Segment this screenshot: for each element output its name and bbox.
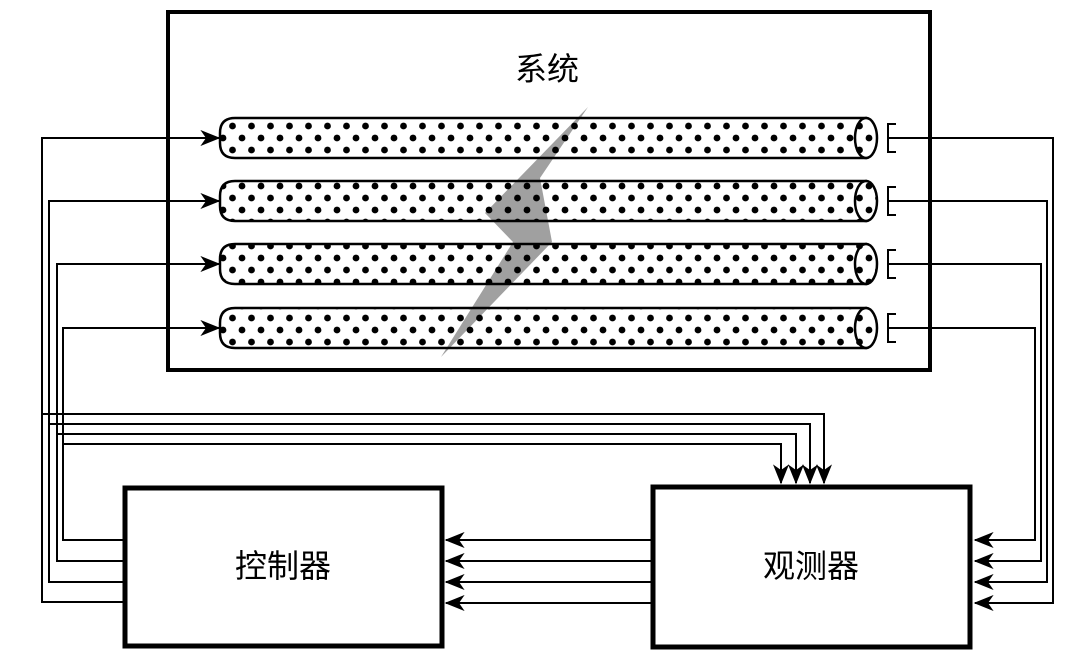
- connector-line: [63, 443, 789, 485]
- connector-line: [49, 423, 818, 485]
- connector-line: [56, 256, 221, 562]
- cylinder-3: [218, 242, 879, 286]
- estimate-wires: [444, 532, 654, 611]
- cylinder-cap: [853, 306, 879, 350]
- connector-line: [888, 263, 1042, 569]
- connector-line: [57, 433, 804, 485]
- cylinder-4: [218, 306, 879, 350]
- observer-label: 观测器: [763, 548, 859, 584]
- observer-box: [650, 484, 973, 650]
- measured-output-wires: [888, 137, 1054, 611]
- connector-line: [888, 327, 1036, 548]
- cylinder-cap: [853, 179, 879, 223]
- connector-line: [888, 137, 1054, 611]
- input-branch-wires: [42, 413, 832, 485]
- connector-line: [42, 413, 832, 485]
- cylinder-cap: [853, 116, 879, 160]
- system-label: 系统: [515, 51, 579, 87]
- controller-label: 控制器: [235, 548, 331, 584]
- controller-box: [122, 485, 445, 649]
- lightning-bolt-icon: [441, 107, 588, 357]
- connector-line: [48, 193, 221, 583]
- connector-line: [888, 200, 1048, 590]
- cylinder-2: [218, 179, 879, 223]
- connector-line: [41, 130, 221, 603]
- cylinder-cap: [853, 242, 879, 286]
